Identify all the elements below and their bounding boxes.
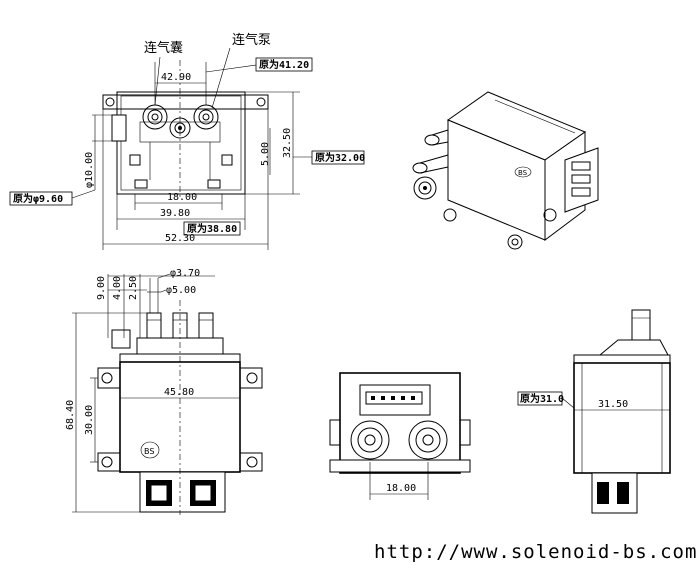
front-view-annotations: 9.00 4.00 2.50 φ3.70 φ5.00 68.40 30.00 4… [65,268,240,515]
svg-text:BS: BS [518,169,528,177]
pump-label: 连气泵 [232,32,271,48]
dim-5-00: 5.00 [260,142,271,166]
note-orig-31-0: 原为31.0 [520,392,564,405]
dim-2-50: 2.50 [128,276,139,300]
note-orig-41-20: 原为41.20 [259,58,309,71]
dim-52-30: 52.30 [165,233,195,244]
watermark-url: http://www.solenoid-bs.com [374,541,697,563]
airbag-label: 连气囊 [144,40,183,56]
svg-text:BS: BS [144,447,154,456]
dim-phi-3-70: φ3.70 [170,268,200,279]
dim-68-40: 68.40 [65,400,76,430]
dim-45-80: 45.80 [164,387,194,398]
dim-phi-5-00: φ5.00 [166,285,196,296]
note-orig-38-80: 原为38.80 [187,222,237,235]
dim-9-00: 9.00 [96,276,107,300]
connector-view: 18.00 [329,372,471,500]
top-view [102,60,269,200]
note-orig-32-00: 原为32.00 [315,151,365,164]
dim-42-90: 42.90 [161,72,191,83]
dim-18-00-top: 18.00 [167,192,197,203]
dim-32-50: 32.50 [282,128,293,158]
dim-phi-10-00: φ10.00 [84,152,95,188]
top-view-annotations: 连气囊 连气泵 42.90 原为41.20 32.50 5.00 原为32.00… [9,32,365,250]
dim-4-00: 4.00 [112,276,123,300]
isometric-view: BS [412,91,599,250]
dim-30-00: 30.00 [84,405,95,435]
note-orig-phi-9-60: 原为φ9.60 [13,192,63,205]
dim-18-00-bottom: 18.00 [386,483,416,494]
dim-31-50: 31.50 [598,399,628,410]
dim-39-80: 39.80 [160,208,190,219]
side-view: 31.50 原为31.0 [517,309,671,514]
